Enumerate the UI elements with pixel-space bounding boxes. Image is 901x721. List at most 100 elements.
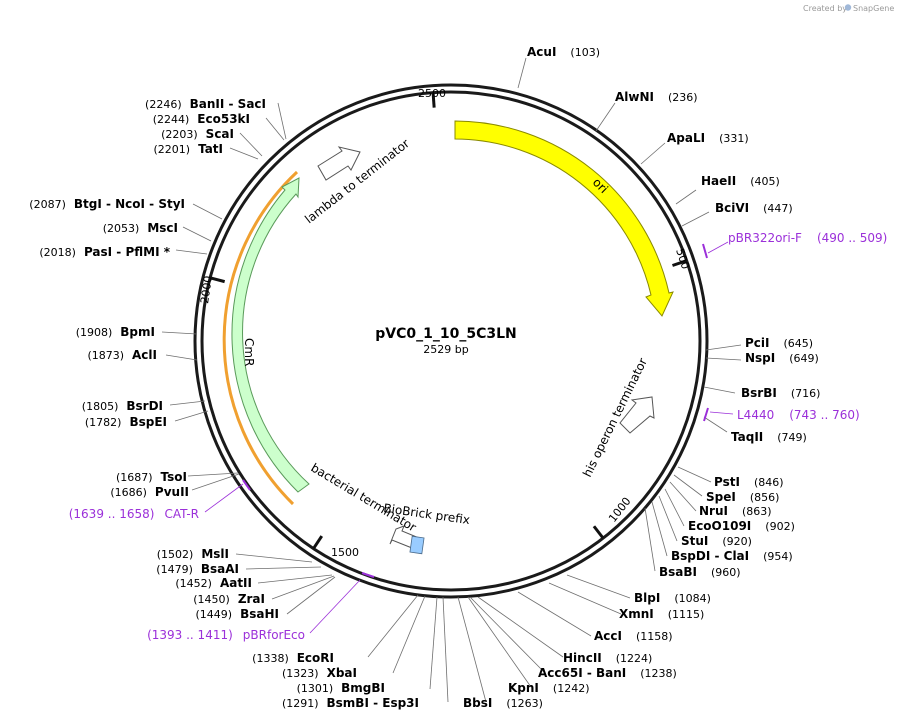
- enzyme-site: TatI(2201): [153, 142, 223, 156]
- enzyme-position: (902): [765, 520, 795, 533]
- enzyme-position: (2246): [145, 98, 182, 111]
- tick-label-500: 500: [673, 247, 692, 271]
- enzyme-position: (236): [668, 91, 698, 104]
- tick-label-2500: 2500: [418, 87, 446, 100]
- tick-2500: [431, 92, 436, 108]
- enzyme-position: (645): [784, 337, 814, 350]
- backbone-inner-strand: [200, 90, 702, 592]
- primer-range: (1639 .. 1658): [69, 507, 155, 521]
- enzyme-position: (1873): [87, 349, 124, 362]
- enzyme-name: BsrBI: [741, 386, 777, 400]
- primer-name: L4440: [737, 408, 774, 422]
- enzyme-site: StuI(920): [681, 534, 752, 548]
- enzyme-name: KpnI: [508, 681, 539, 695]
- enzyme-name: StuI: [681, 534, 708, 548]
- enzyme-name: EcoRI: [297, 651, 334, 665]
- enzyme-site: AclI (1873): [87, 348, 157, 362]
- cmr-feature-arrow: [231, 177, 310, 493]
- enzyme-site: PciI (645): [745, 336, 813, 350]
- primer-range: (1393 .. 1411): [147, 628, 233, 642]
- enzyme-position: (1908): [76, 326, 113, 339]
- enzyme-position: (1502): [157, 548, 194, 561]
- enzyme-site: BbsI (1263): [463, 696, 543, 710]
- enzyme-site: AccI(1158): [594, 629, 673, 643]
- primer-mark-l4440: [703, 407, 709, 422]
- enzyme-site: KpnI (1242): [508, 681, 589, 695]
- enzyme-position: (1782): [85, 416, 122, 429]
- enzyme-name: BbsI: [463, 696, 492, 710]
- enzyme-name: PciI: [745, 336, 770, 350]
- his-terminator-arrow-icon: [619, 396, 655, 434]
- enzyme-position: (1805): [82, 400, 119, 413]
- enzyme-site: NspI(649): [745, 351, 819, 365]
- enzyme-site: EcoRI (1338): [252, 651, 334, 665]
- enzyme-name: EcoO109I: [688, 519, 751, 533]
- backbone-outer-strand: [193, 83, 709, 599]
- enzyme-position: (1449): [196, 608, 233, 621]
- enzyme-name: BtgI - NcoI - StyI: [74, 197, 185, 211]
- enzyme-name: BspEI: [129, 415, 167, 429]
- enzyme-site: BspDI - ClaI(954): [671, 549, 793, 563]
- primer-site: pBR322ori-F(490 .. 509): [728, 231, 887, 245]
- enzyme-position: (1115): [668, 608, 705, 621]
- enzyme-position: (1338): [252, 652, 289, 665]
- enzyme-position: (1450): [193, 593, 230, 606]
- primer-mark-cat-r: [242, 479, 251, 491]
- enzyme-position: (749): [777, 431, 807, 444]
- enzyme-position: (1238): [640, 667, 677, 680]
- enzyme-position: (1686): [110, 486, 147, 499]
- enzyme-name: NspI: [745, 351, 775, 365]
- enzyme-position: (1224): [616, 652, 653, 665]
- enzyme-name: BsaHI: [240, 607, 279, 621]
- enzyme-name: BlpI: [634, 591, 660, 605]
- enzyme-name: BsrDI: [126, 399, 163, 413]
- enzyme-site: BsaAI(1479): [156, 562, 239, 576]
- enzyme-site: MscI(2053): [103, 221, 178, 235]
- snapgene-logo-icon: [844, 4, 852, 11]
- enzyme-site: NruI(863): [699, 504, 772, 518]
- tick-label-1000: 1000: [606, 495, 633, 525]
- primer-range: (743 .. 760): [789, 408, 859, 422]
- enzyme-name: MslI: [201, 547, 229, 561]
- enzyme-position: (331): [719, 132, 749, 145]
- tick-1500: [312, 535, 324, 550]
- primer-name: pBR322ori-F: [728, 231, 802, 245]
- enzyme-position: (1687): [116, 471, 153, 484]
- primer-site: pBRforEco (1393 .. 1411): [147, 628, 305, 642]
- enzyme-name: ZraI: [238, 592, 265, 606]
- enzyme-site: BtgI - NcoI - StyI(2087): [29, 197, 185, 211]
- enzyme-site: BsrDI (1805): [82, 399, 163, 413]
- enzyme-position: (1452): [175, 577, 212, 590]
- enzyme-name: TatI: [198, 142, 223, 156]
- enzyme-site: EcoO109I (902): [688, 519, 795, 533]
- enzyme-name: MscI: [147, 221, 178, 235]
- enzyme-name: AcuI: [527, 45, 556, 59]
- enzyme-site: BlpI (1084): [634, 591, 711, 605]
- enzyme-site: ZraI (1450): [193, 592, 265, 606]
- enzyme-site: AcuI(103): [527, 45, 600, 59]
- enzyme-site: BsaBI(960): [659, 565, 741, 579]
- primer-mark-pbr322ori-f: [702, 243, 708, 259]
- enzyme-position: (1263): [506, 697, 543, 710]
- enzyme-position: (1242): [553, 682, 590, 695]
- enzyme-labels: AcuI(103)AlwNI(236)ApaLI(331)HaeII(405)B…: [29, 45, 820, 710]
- enzyme-position: (856): [750, 491, 780, 504]
- primer-site: CAT-R(1639 .. 1658): [69, 507, 199, 521]
- enzyme-name: BspDI - ClaI: [671, 549, 749, 563]
- enzyme-position: (2018): [39, 246, 76, 259]
- enzyme-position: (1084): [674, 592, 711, 605]
- enzyme-position: (1479): [156, 563, 193, 576]
- primer-name: pBRforEco: [243, 628, 305, 642]
- enzyme-position: (2203): [161, 128, 198, 141]
- primer-mark-pbrforeco: [361, 572, 375, 578]
- enzyme-site: PasI - PflMI *(2018): [39, 245, 170, 259]
- primer-markers: [204, 241, 734, 634]
- enzyme-name: HincII: [563, 651, 602, 665]
- enzyme-name: AclI: [132, 348, 157, 362]
- enzyme-name: TaqII: [731, 430, 763, 444]
- enzyme-position: (1291): [282, 697, 319, 710]
- enzyme-site: PstI(846): [714, 475, 784, 489]
- primer-labels: pBR322ori-F(490 .. 509) L4440 (743 .. 760)…: [69, 231, 888, 642]
